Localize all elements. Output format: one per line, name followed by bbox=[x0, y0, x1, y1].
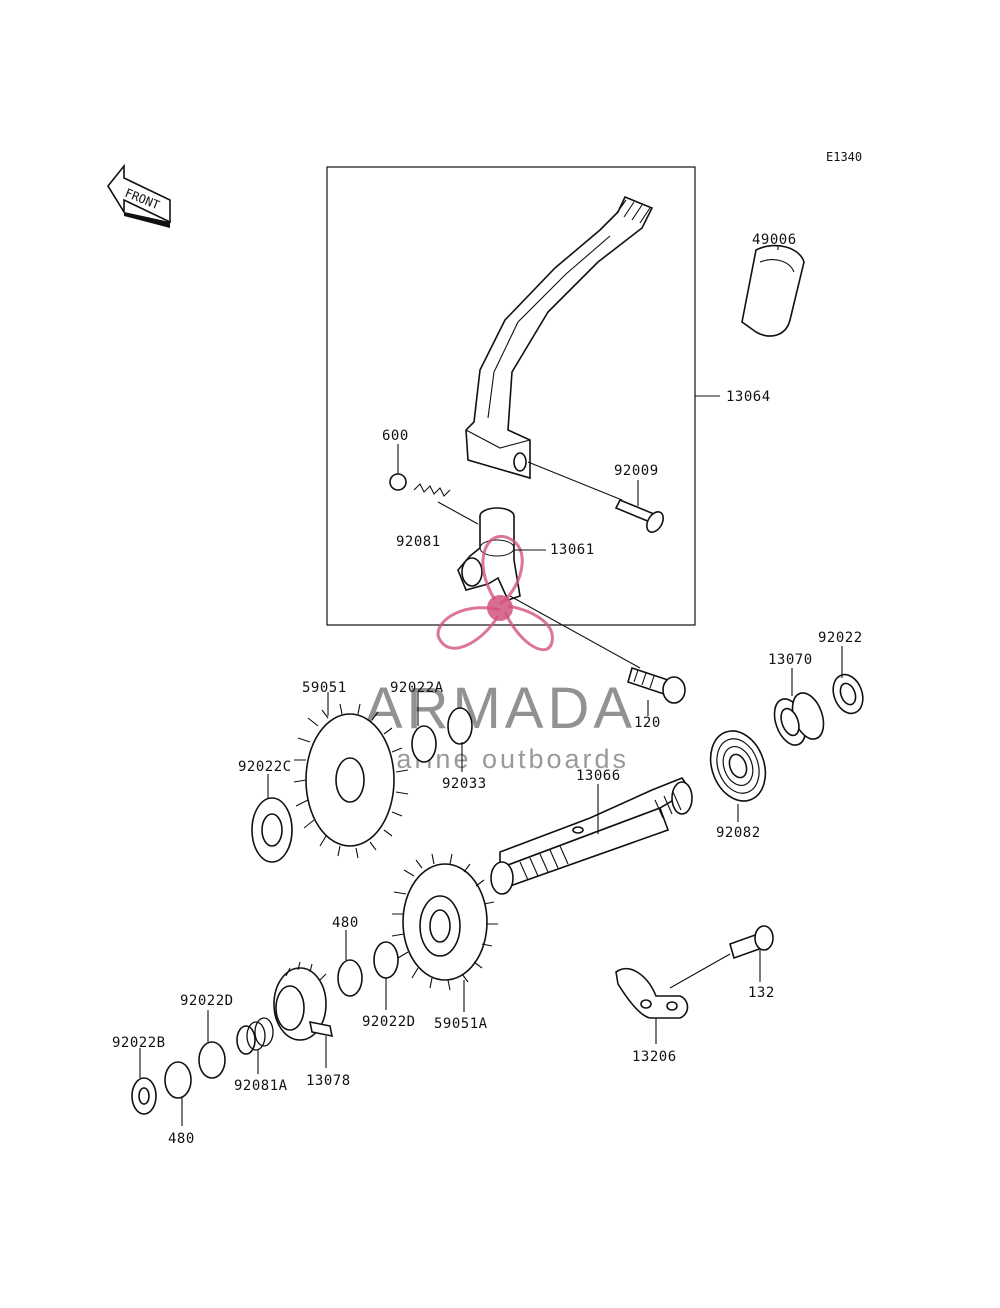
label-92022B: 92022B bbox=[112, 1035, 166, 1051]
kick-pedal-lever bbox=[465, 195, 654, 480]
label-600: 600 bbox=[382, 428, 409, 444]
diagram-code: E1340 bbox=[826, 150, 862, 164]
label-49006: 49006 bbox=[752, 232, 797, 248]
label-13078: 13078 bbox=[306, 1073, 351, 1089]
washer-92022 bbox=[832, 673, 864, 715]
watermark-brand: ARMADA bbox=[364, 676, 636, 741]
bolt-120 bbox=[627, 666, 686, 704]
spring-92081A bbox=[236, 1017, 274, 1055]
kick-shaft-13066 bbox=[490, 777, 693, 895]
label-92033: 92033 bbox=[442, 776, 487, 792]
label-13064: 13064 bbox=[726, 389, 771, 405]
label-59051: 59051 bbox=[302, 680, 347, 696]
label-92022: 92022 bbox=[818, 630, 863, 646]
label-480-top: 480 bbox=[332, 915, 359, 931]
label-13206: 13206 bbox=[632, 1049, 677, 1065]
label-92022C: 92022C bbox=[238, 759, 292, 775]
guide-13206 bbox=[615, 967, 689, 1019]
label-92022D-mid: 92022D bbox=[362, 1014, 416, 1030]
label-92009: 92009 bbox=[614, 463, 659, 479]
ratchet-13078 bbox=[273, 961, 334, 1041]
armada-watermark: ARMADA marine outboards bbox=[364, 535, 636, 774]
washer-92022B bbox=[131, 1077, 157, 1115]
washer-92022D-left bbox=[198, 1041, 226, 1079]
collar-13070 bbox=[773, 692, 825, 746]
spring-92081 bbox=[413, 483, 479, 525]
circlip-480-top bbox=[337, 959, 363, 997]
gear-59051 bbox=[293, 703, 409, 859]
pedal-boss-13061 bbox=[457, 507, 641, 669]
front-arrow-icon: FRONT bbox=[107, 163, 171, 228]
label-13061: 13061 bbox=[550, 542, 595, 558]
label-59051A: 59051A bbox=[434, 1016, 488, 1032]
bolt-92009 bbox=[527, 461, 664, 533]
pedal-rubber-cap bbox=[741, 244, 805, 337]
bolt-132 bbox=[669, 925, 774, 989]
label-92081A: 92081A bbox=[234, 1078, 288, 1094]
circlip-92033 bbox=[447, 707, 473, 745]
gear-59051A bbox=[391, 853, 498, 991]
label-120: 120 bbox=[634, 715, 661, 731]
ball-600 bbox=[389, 473, 407, 491]
spring-92082 bbox=[709, 730, 767, 802]
label-92081: 92081 bbox=[396, 534, 441, 550]
label-13070: 13070 bbox=[768, 652, 813, 668]
leader-lines bbox=[139, 246, 843, 1126]
circlip-480-bottom bbox=[164, 1061, 192, 1099]
label-92022D-left: 92022D bbox=[180, 993, 234, 1009]
label-92022A: 92022A bbox=[390, 680, 444, 696]
label-92082: 92082 bbox=[716, 825, 761, 841]
label-480-bottom: 480 bbox=[168, 1131, 195, 1147]
propeller-logo-icon bbox=[436, 535, 554, 652]
washer-92022D-mid bbox=[373, 941, 399, 979]
label-132: 132 bbox=[748, 985, 775, 1001]
washer-92022C bbox=[251, 797, 293, 863]
washer-92022A bbox=[411, 725, 437, 763]
label-13066: 13066 bbox=[576, 768, 621, 784]
